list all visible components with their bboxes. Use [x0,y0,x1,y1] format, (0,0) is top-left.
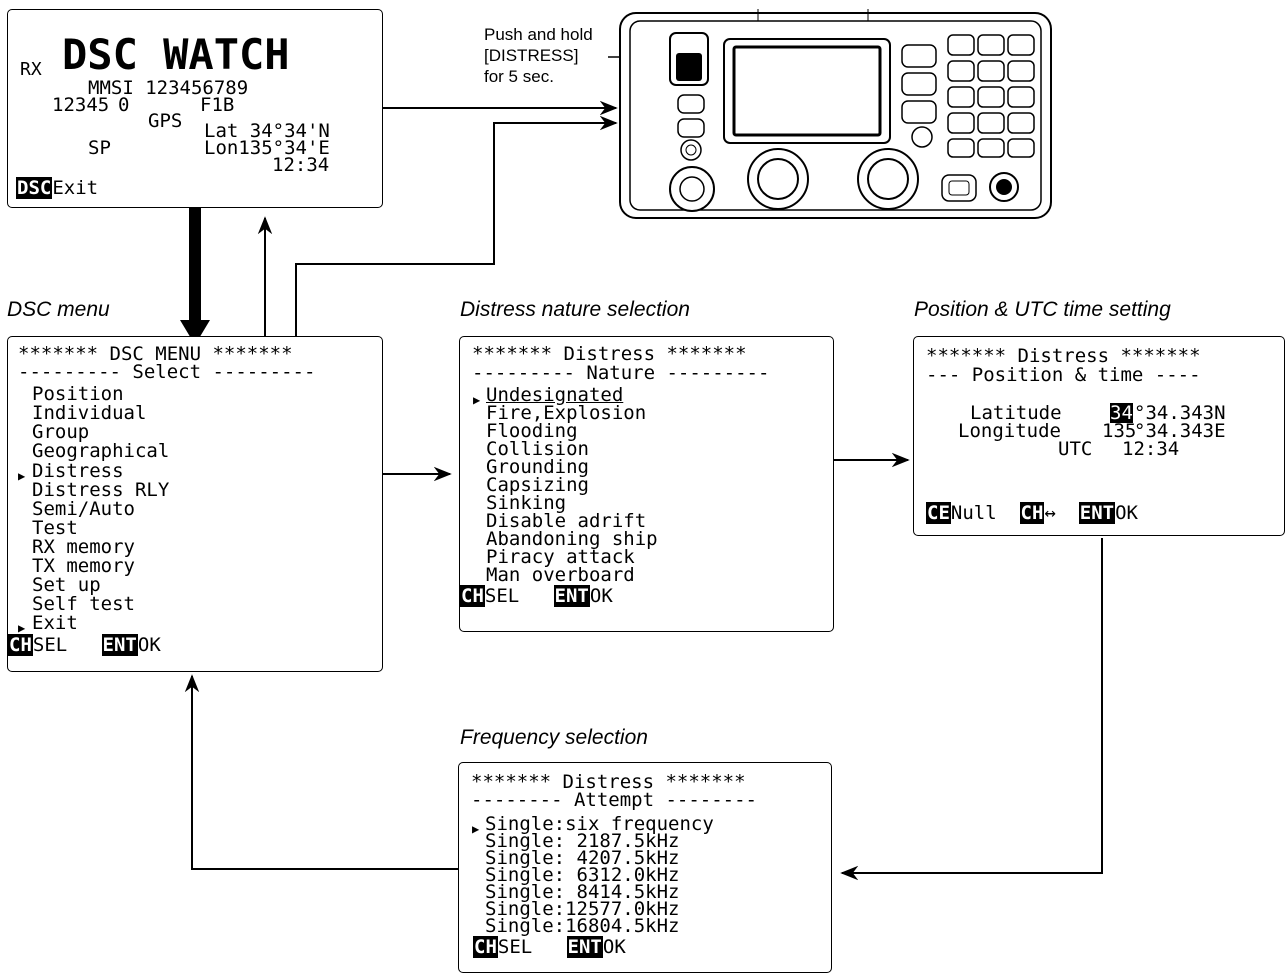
position-header: ******* Distress ******* [926,345,1201,367]
dsc-key[interactable]: DSC [16,177,53,199]
channel-digit: 0 [118,94,130,116]
menu-item-exit[interactable]: Exit [32,612,78,634]
menu-header: ******* DSC MENU ******* [18,343,293,365]
latitude-label: Latitude [970,402,1062,424]
exit-marker-icon: ▶ [18,621,26,635]
nature-item[interactable]: Fire,Explosion [486,402,647,424]
nature-item[interactable]: Man overboard [486,564,635,586]
frequency-screen: ******* Distress ******* -------- Attemp… [458,762,832,973]
ent-key[interactable]: ENT [101,634,138,656]
ent-key[interactable]: ENT [1078,502,1116,524]
menu-item-geographical[interactable]: Geographical [32,440,170,462]
position-footer: CENull CH↔ ENTOK [926,502,1138,524]
longitude-value: °34.343E [1134,420,1226,442]
frequency-item[interactable]: Single:16804.5kHz [485,915,680,937]
utc-label: UTC [1058,438,1093,460]
nature-footer: CHSEL ENTOK [460,585,613,607]
rx-indicator: RX [20,59,42,80]
frequency-item[interactable]: Single: 8414.5kHz [485,881,680,903]
distress-nature-screen: ******* Distress ******* --------- Natur… [459,336,834,632]
menu-item-self-test[interactable]: Self test [32,593,135,615]
nature-item[interactable]: Undesignated [486,384,624,406]
longitude-label: Longitude [958,420,1061,442]
ce-key[interactable]: CE [926,502,951,524]
position-caption: Position & UTC time setting [914,298,1171,321]
arrow-watch-to-menu-head [180,320,210,345]
radio-front-panel [619,9,1052,219]
nature-item[interactable]: Capsizing [486,474,589,496]
dsc-menu-screen: ******* DSC MENU ******* --------- Selec… [7,336,383,672]
longitude-degrees: 135 [1102,420,1137,442]
arrow-frequency-to-menu [184,674,458,870]
gps-label: GPS [148,110,183,132]
position-time-screen: ******* Distress ******* --- Position & … [913,336,1285,536]
ent-key[interactable]: ENT [566,936,603,958]
nature-caption: Distress nature selection [460,298,690,321]
nature-item[interactable]: Abandoning ship [486,528,658,550]
frequency-item[interactable]: Single:12577.0kHz [485,898,680,920]
menu-subheader: --------- Select --------- [18,361,316,383]
frequency-subheader: -------- Attempt -------- [471,789,757,811]
sp-indicator: SP [88,137,111,159]
menu-item-tx-memory[interactable]: TX memory [32,555,135,577]
menu-item-group[interactable]: Group [32,421,90,443]
frequency-item[interactable]: Single: 6312.0kHz [485,864,680,886]
selected-marker-icon: ▶ [18,469,26,483]
latitude-degrees[interactable]: 34 [1110,402,1133,424]
menu-item-test[interactable]: Test [32,517,78,539]
frequency-item[interactable]: Single:six frequency [485,813,714,835]
frequency-selected-icon: ▶ [472,822,480,836]
frequency-item[interactable]: Single: 2187.5kHz [485,830,680,852]
nature-selected-icon: ▶ [473,393,481,407]
frequency-footer: CHSEL ENTOK [473,936,626,958]
menu-item-individual[interactable]: Individual [32,402,147,424]
arrow-position-to-frequency [840,538,1103,881]
nature-header: ******* Distress ******* [472,343,747,365]
exit-label: Exit [52,177,99,199]
nature-subheader: --------- Nature --------- [472,362,770,384]
frequency-item[interactable]: Single: 4207.5kHz [485,847,680,869]
menu-footer: CHSEL ENTOK [8,634,161,656]
frequency-caption: Frequency selection [460,726,648,749]
nature-item[interactable]: Disable adrift [486,510,647,532]
arrow-menu-to-radio [295,115,618,336]
ch-key[interactable]: CH [1019,502,1045,524]
menu-item-distress[interactable]: Distress [32,460,124,482]
utc-value: 12:34 [1122,438,1180,460]
ch-key[interactable]: CH [8,634,33,656]
mode-text: F1B [200,94,235,116]
mmsi-text: MMSI 123456789 [88,77,249,99]
clock-text: 12:34 [272,154,330,176]
distress-instruction: Push and hold [DISTRESS] for 5 sec. [484,25,593,86]
ent-key[interactable]: ENT [553,585,590,607]
watch-title: DSC WATCH [62,30,290,79]
nature-item[interactable]: Sinking [486,492,567,514]
ch-key[interactable]: CH [473,936,498,958]
menu-item-rx-memory[interactable]: RX memory [32,536,135,558]
menu-item-position[interactable]: Position [32,383,124,405]
menu-item-semi-auto[interactable]: Semi/Auto [32,498,135,520]
channel-text: 12345 [52,94,110,116]
nature-item[interactable]: Piracy attack [486,546,635,568]
latitude-value: °34.343N [1134,402,1226,424]
nature-item[interactable]: Collision [486,438,589,460]
watch-footer: DSCExit [16,177,99,199]
menu-item-set-up[interactable]: Set up [32,574,101,596]
position-subheader: --- Position & time ---- [926,364,1201,386]
nature-item[interactable]: Flooding [486,420,578,442]
dsc-watch-screen: RX DSC WATCH MMSI 123456789 12345 0 F1B … [7,9,383,208]
frequency-header: ******* Distress ******* [471,771,746,793]
latitude-text: Lat 34°34'N [204,120,330,142]
nature-item[interactable]: Grounding [486,456,589,478]
longitude-text: Lon135°34'E [204,137,330,159]
ch-key[interactable]: CH [460,585,485,607]
menu-item-distress-rly[interactable]: Distress RLY [32,479,170,501]
dsc-menu-caption: DSC menu [7,298,110,321]
